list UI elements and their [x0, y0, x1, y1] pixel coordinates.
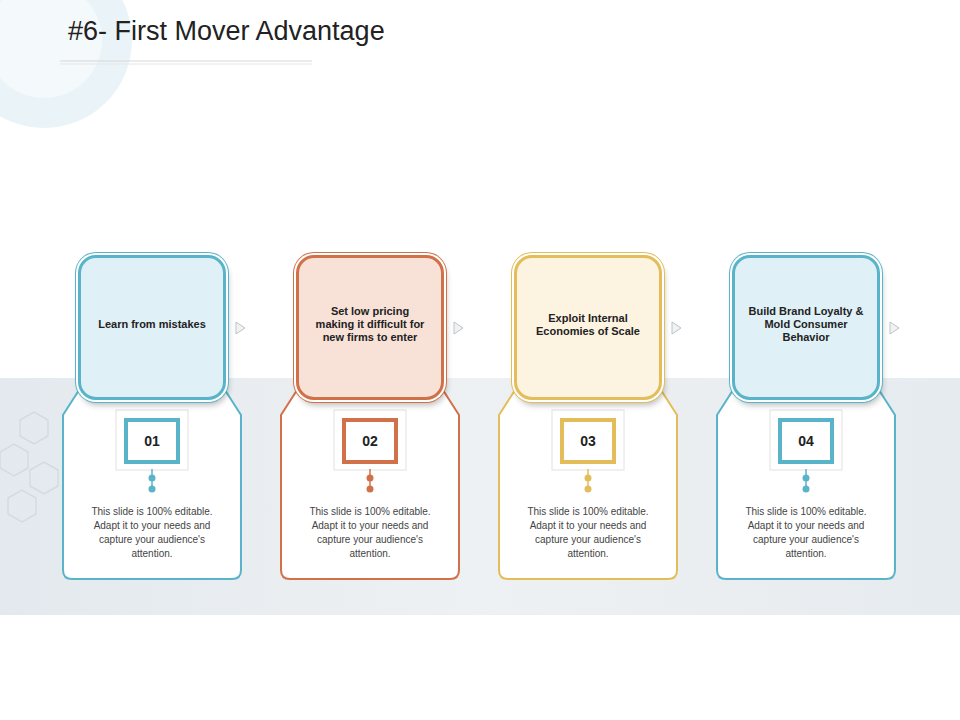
number-frame — [116, 410, 188, 470]
card-border — [281, 387, 459, 579]
card-border — [63, 387, 241, 579]
card-border — [499, 387, 677, 579]
heading-text: Set low pricing making it difficult for … — [311, 305, 429, 344]
callout-number: 01 — [144, 433, 160, 449]
dot — [149, 475, 156, 482]
dot — [585, 475, 592, 482]
heading-box: Exploit Internal Economies of Scale — [514, 255, 662, 400]
dot — [803, 475, 810, 482]
number-frame — [552, 410, 624, 470]
title-rule — [60, 61, 312, 62]
number-box: 04 — [778, 418, 834, 464]
number-frame — [770, 410, 842, 470]
dot — [367, 486, 374, 493]
card-border — [717, 387, 895, 579]
callout-number: 03 — [580, 433, 596, 449]
body-text: This slide is 100% editable. Adapt it to… — [519, 505, 657, 561]
number-frame — [334, 410, 406, 470]
body-text: This slide is 100% editable. Adapt it to… — [301, 505, 439, 561]
callout-number: 04 — [798, 433, 814, 449]
dot — [149, 486, 156, 493]
slide-title: #6- First Mover Advantage — [68, 16, 385, 47]
corner-circle-inner — [0, 0, 102, 98]
heading-text: Build Brand Loyalty & Mold Consumer Beha… — [747, 305, 865, 344]
body-text: This slide is 100% editable. Adapt it to… — [83, 505, 221, 561]
heading-box: Build Brand Loyalty & Mold Consumer Beha… — [732, 255, 880, 400]
detail-card: This slide is 100% editable. Adapt it to… — [715, 385, 897, 580]
photo-band — [0, 378, 960, 615]
detail-card: This slide is 100% editable. Adapt it to… — [497, 385, 679, 580]
heading-box: Learn from mistakes — [78, 255, 226, 400]
number-box: 02 — [342, 418, 398, 464]
heading-text: Exploit Internal Economies of Scale — [529, 312, 647, 338]
detail-card: This slide is 100% editable. Adapt it to… — [279, 385, 461, 580]
hexagon-pattern — [0, 412, 58, 522]
number-box: 01 — [124, 418, 180, 464]
callout-number: 02 — [362, 433, 378, 449]
title-rule — [60, 64, 312, 65]
number-box: 03 — [560, 418, 616, 464]
heading-text: Learn from mistakes — [98, 318, 206, 331]
body-text: This slide is 100% editable. Adapt it to… — [737, 505, 875, 561]
detail-card: This slide is 100% editable. Adapt it to… — [61, 385, 243, 580]
heading-box: Set low pricing making it difficult for … — [296, 255, 444, 400]
dot — [803, 486, 810, 493]
dot — [367, 475, 374, 482]
dot — [585, 486, 592, 493]
